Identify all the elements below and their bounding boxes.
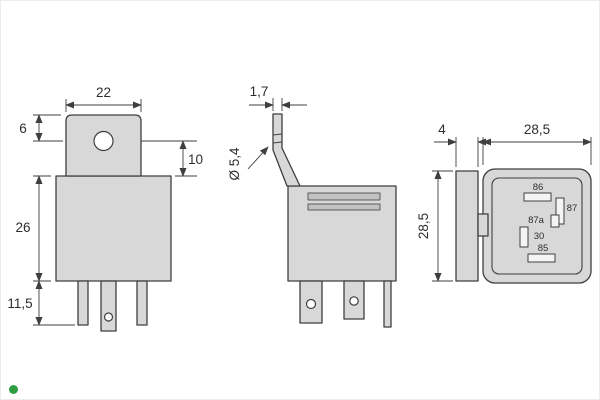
front-pin-hole (103, 312, 114, 322)
terminal-label-86: 86 (533, 182, 544, 193)
dim-tab-width: 22 (65, 85, 142, 112)
brand-dot (9, 385, 18, 394)
dim-pin-length: 11,5 (7, 280, 75, 326)
terminal-slot-87 (555, 197, 565, 225)
side-label-stripe (307, 192, 381, 201)
front-body (55, 175, 172, 282)
front-mounting-hole (93, 130, 114, 152)
connector-inner-outline (491, 177, 583, 275)
dim-hole-diameter-label: Ø 5,4 (227, 147, 242, 181)
terminal-slot-85 (527, 253, 556, 263)
front-pin-center (100, 280, 117, 332)
terminal-view: 86 87 87a 30 85 4 28,5 2 (416, 122, 592, 284)
dim-pin-length-label: 11,5 (7, 296, 32, 311)
side-pin-1-hole (305, 298, 317, 310)
terminal-slot-30 (519, 226, 529, 248)
side-label-stripe (307, 203, 381, 211)
terminal-label-85: 85 (538, 243, 549, 254)
terminal-slot-86 (523, 192, 552, 202)
dim-tab-top-to-hole: 6 (19, 114, 61, 142)
front-pin-right (136, 280, 148, 326)
dim-tab-thickness-label: 1,7 (250, 84, 269, 99)
side-hole-edge (272, 141, 283, 144)
dim-rear-height-label: 28,5 (416, 213, 431, 239)
dim-tab-thickness: 1,7 (249, 84, 307, 111)
side-mounting-tab (272, 113, 301, 187)
dim-tab-top-to-hole-label: 6 (19, 121, 27, 136)
dim-body-height-label: 26 (15, 220, 30, 235)
front-view: 22 6 10 26 11,5 (7, 85, 203, 332)
dim-hole-to-body: 10 (175, 140, 203, 177)
dim-flange-depth: 4 (434, 122, 491, 167)
side-hole-edge (272, 133, 283, 136)
dim-flange-depth-label: 4 (438, 122, 446, 137)
front-pin-left (77, 280, 89, 326)
dim-body-height: 26 (15, 175, 51, 282)
side-view: 1,7 Ø 5,4 (227, 84, 397, 328)
terminal-slot-87a (550, 214, 560, 228)
side-body (287, 185, 397, 282)
terminal-label-30: 30 (534, 231, 545, 242)
dim-tab-width-label: 22 (96, 85, 111, 100)
rear-flange (455, 170, 479, 282)
side-pin-3 (383, 280, 392, 328)
dim-hole-diameter: Ø 5,4 (227, 146, 269, 181)
dim-rear-height: 28,5 (416, 170, 453, 282)
side-pin-2-hole (349, 296, 359, 306)
dim-rear-width-label: 28,5 (524, 122, 550, 137)
dim-hole-to-body-label: 10 (188, 152, 203, 167)
keying-notch (477, 213, 489, 237)
terminal-label-87a: 87a (528, 215, 545, 226)
dim-rear-width: 28,5 (482, 122, 592, 165)
terminal-label-87: 87 (567, 203, 578, 214)
